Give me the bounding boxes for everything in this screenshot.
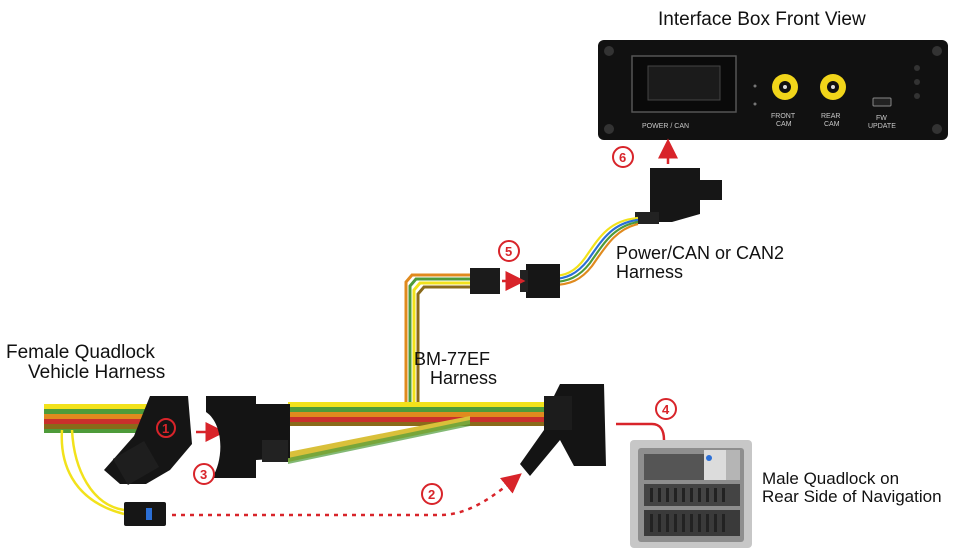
step-marker-6: 6 <box>612 146 634 168</box>
female-quadlock-label-line1: Female Quadlock <box>6 342 155 363</box>
step-marker-3: 3 <box>193 463 215 485</box>
step-marker-2: 2 <box>421 483 443 505</box>
fw-update-label-2: UPDATE <box>868 123 896 130</box>
led-1 <box>914 65 920 71</box>
step-6-label: 6 <box>619 150 626 165</box>
bm-harness-label-line1: BM-77EF <box>414 349 491 369</box>
male-quadlock-label-line2: Rear Side of Navigation <box>762 486 942 506</box>
male-quadlock-label-line1: Male Quadlock on <box>762 469 900 488</box>
rear-cam-label-2: CAM <box>824 121 840 128</box>
interface-box: POWER / CAN FRONT CAM REAR CAM FW <box>598 40 948 140</box>
arrow-4 <box>616 422 674 468</box>
harness-quadlock <box>206 396 290 478</box>
main-harness-bundle <box>44 402 570 464</box>
male-quadlock-label: Male Quadlock on Rear Side of Navigation <box>762 470 942 506</box>
small-plug-connector <box>124 502 166 526</box>
rear-cam-label-1: REAR <box>821 113 840 120</box>
bm-harness-label: BM-77EF Harness <box>414 350 497 388</box>
step-5-label: 5 <box>505 244 512 259</box>
arrow-2-dashed <box>172 473 522 517</box>
female-quadlock-label-line2: Vehicle Harness <box>28 361 166 383</box>
bm-vertical-wires <box>404 273 470 405</box>
female-quadlock <box>104 396 192 485</box>
step-marker-5: 5 <box>498 240 520 262</box>
bm-harness-label-line2: Harness <box>430 367 498 388</box>
yellow-loose-wires <box>60 429 125 516</box>
power-can-port: POWER / CAN <box>631 55 737 130</box>
female-quadlock-label: Female Quadlock Vehicle Harness <box>6 343 165 383</box>
step-1-label: 1 <box>162 421 169 436</box>
interface-box-title: Interface Box Front View <box>658 9 866 30</box>
step-marker-4: 4 <box>655 398 677 420</box>
step-3-label: 3 <box>200 467 207 482</box>
male-side-connector <box>520 384 606 476</box>
led-2 <box>914 79 920 85</box>
power-can-connector <box>635 168 722 224</box>
male-quadlock-socket <box>630 440 752 548</box>
power-can-harness-label-line2: Harness <box>616 261 684 282</box>
step-2-label: 2 <box>428 487 435 502</box>
step-4-label: 4 <box>662 402 670 417</box>
power-can-wires <box>551 216 639 287</box>
front-cam-label-1: FRONT <box>771 113 796 120</box>
fw-update-label-1: FW <box>876 115 887 122</box>
power-can-harness-label-line1: Power/CAN or CAN2 <box>616 243 785 263</box>
power-can-port-label: POWER / CAN <box>642 123 689 130</box>
led-3 <box>914 93 920 99</box>
fw-update-port: FW UPDATE <box>868 97 896 130</box>
front-cam-port: FRONT CAM <box>771 74 798 128</box>
step-marker-1: 1 <box>162 421 169 436</box>
power-can-harness-label: Power/CAN or CAN2 Harness <box>616 244 784 282</box>
rear-cam-port: REAR CAM <box>820 74 846 128</box>
front-cam-label-2: CAM <box>776 121 792 128</box>
